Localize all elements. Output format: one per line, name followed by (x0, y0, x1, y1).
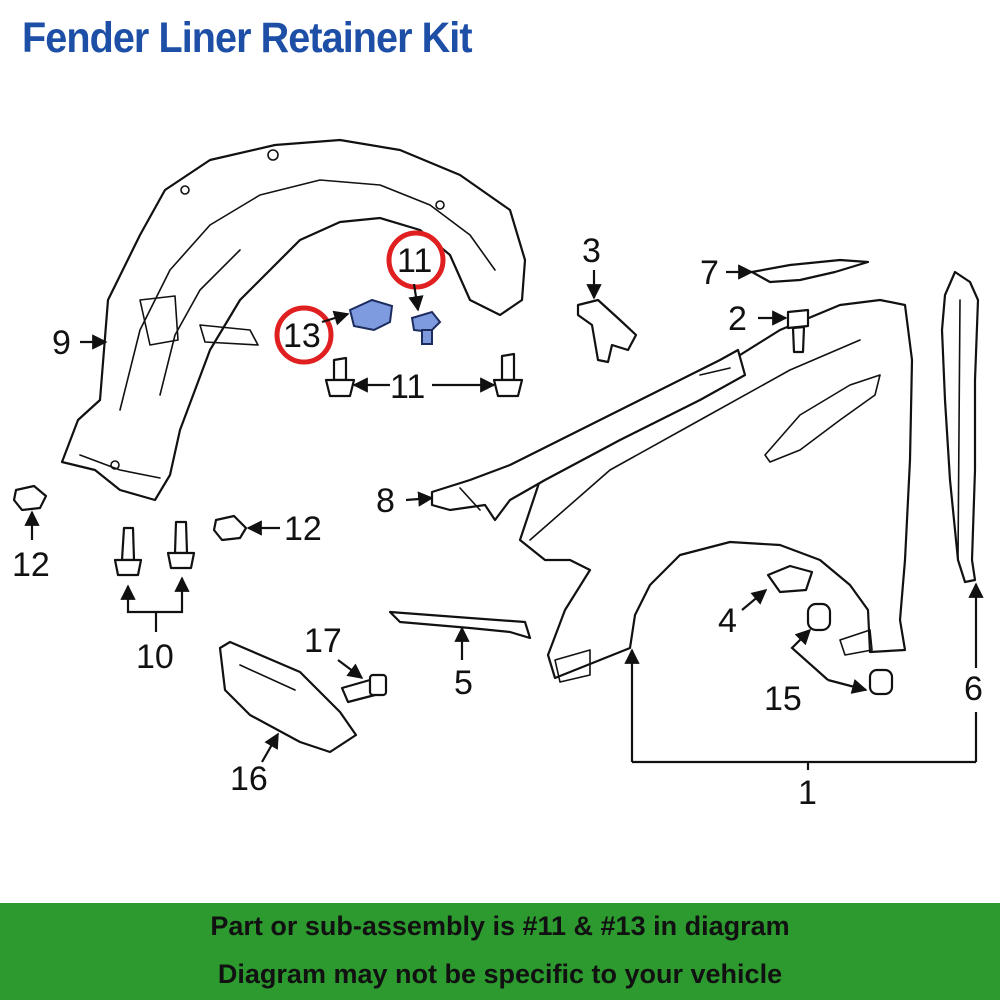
callout-16: 16 (230, 760, 268, 798)
nut-12-part-left (12, 484, 48, 512)
page-title: Fender Liner Retainer Kit (22, 14, 473, 62)
callout-5: 5 (454, 664, 473, 702)
grommet-part-a (806, 602, 832, 632)
callout-11-top: 11 (397, 242, 432, 280)
nut-12-part-right (212, 514, 248, 542)
bolt-part (786, 308, 810, 354)
footer-banner: Part or sub-assembly is #11 & #13 in dia… (0, 903, 1000, 1000)
callout-1: 1 (798, 774, 817, 812)
screw-10-part-b (166, 520, 196, 570)
bracket-part (576, 298, 638, 364)
callout-15: 15 (764, 680, 802, 718)
splash-shield-part (218, 640, 358, 754)
screw-11-part-right (492, 352, 524, 398)
screw-10-part-a (113, 526, 143, 577)
callout-11-mid: 11 (390, 368, 425, 406)
front-fender-part (518, 298, 914, 683)
callout-2: 2 (728, 300, 747, 338)
callout-4: 4 (718, 602, 737, 640)
trim-strip-part (750, 258, 870, 284)
fender-upper-rail-part (430, 348, 747, 522)
screw-17-part (340, 673, 388, 704)
fender-liner-part (60, 138, 527, 502)
callout-12-right: 12 (284, 510, 322, 548)
footer-line-1: Part or sub-assembly is #11 & #13 in dia… (210, 911, 790, 941)
grommet-part-b (868, 668, 894, 696)
highlight-ring-13 (274, 305, 334, 365)
retainer-11-highlight-part (410, 310, 442, 345)
screw-11-part-left (324, 356, 356, 398)
callout-6: 6 (964, 670, 983, 708)
fender-rear-bracket-part (940, 270, 980, 584)
footer-line-2: Diagram may not be specific to your vehi… (217, 959, 783, 989)
callout-10: 10 (136, 638, 174, 676)
retainer-13-highlight-part (348, 298, 394, 332)
callout-13: 13 (283, 317, 321, 355)
highlight-ring-11 (386, 230, 446, 290)
callout-17: 17 (304, 622, 342, 660)
side-strip-part (388, 610, 532, 640)
callout-3: 3 (582, 232, 601, 270)
leader-lines (24, 264, 984, 770)
callout-7: 7 (700, 254, 719, 292)
callout-8: 8 (376, 482, 395, 520)
callout-9: 9 (52, 324, 71, 362)
callout-12-left: 12 (12, 546, 50, 584)
clip-bracket-part (766, 564, 814, 594)
